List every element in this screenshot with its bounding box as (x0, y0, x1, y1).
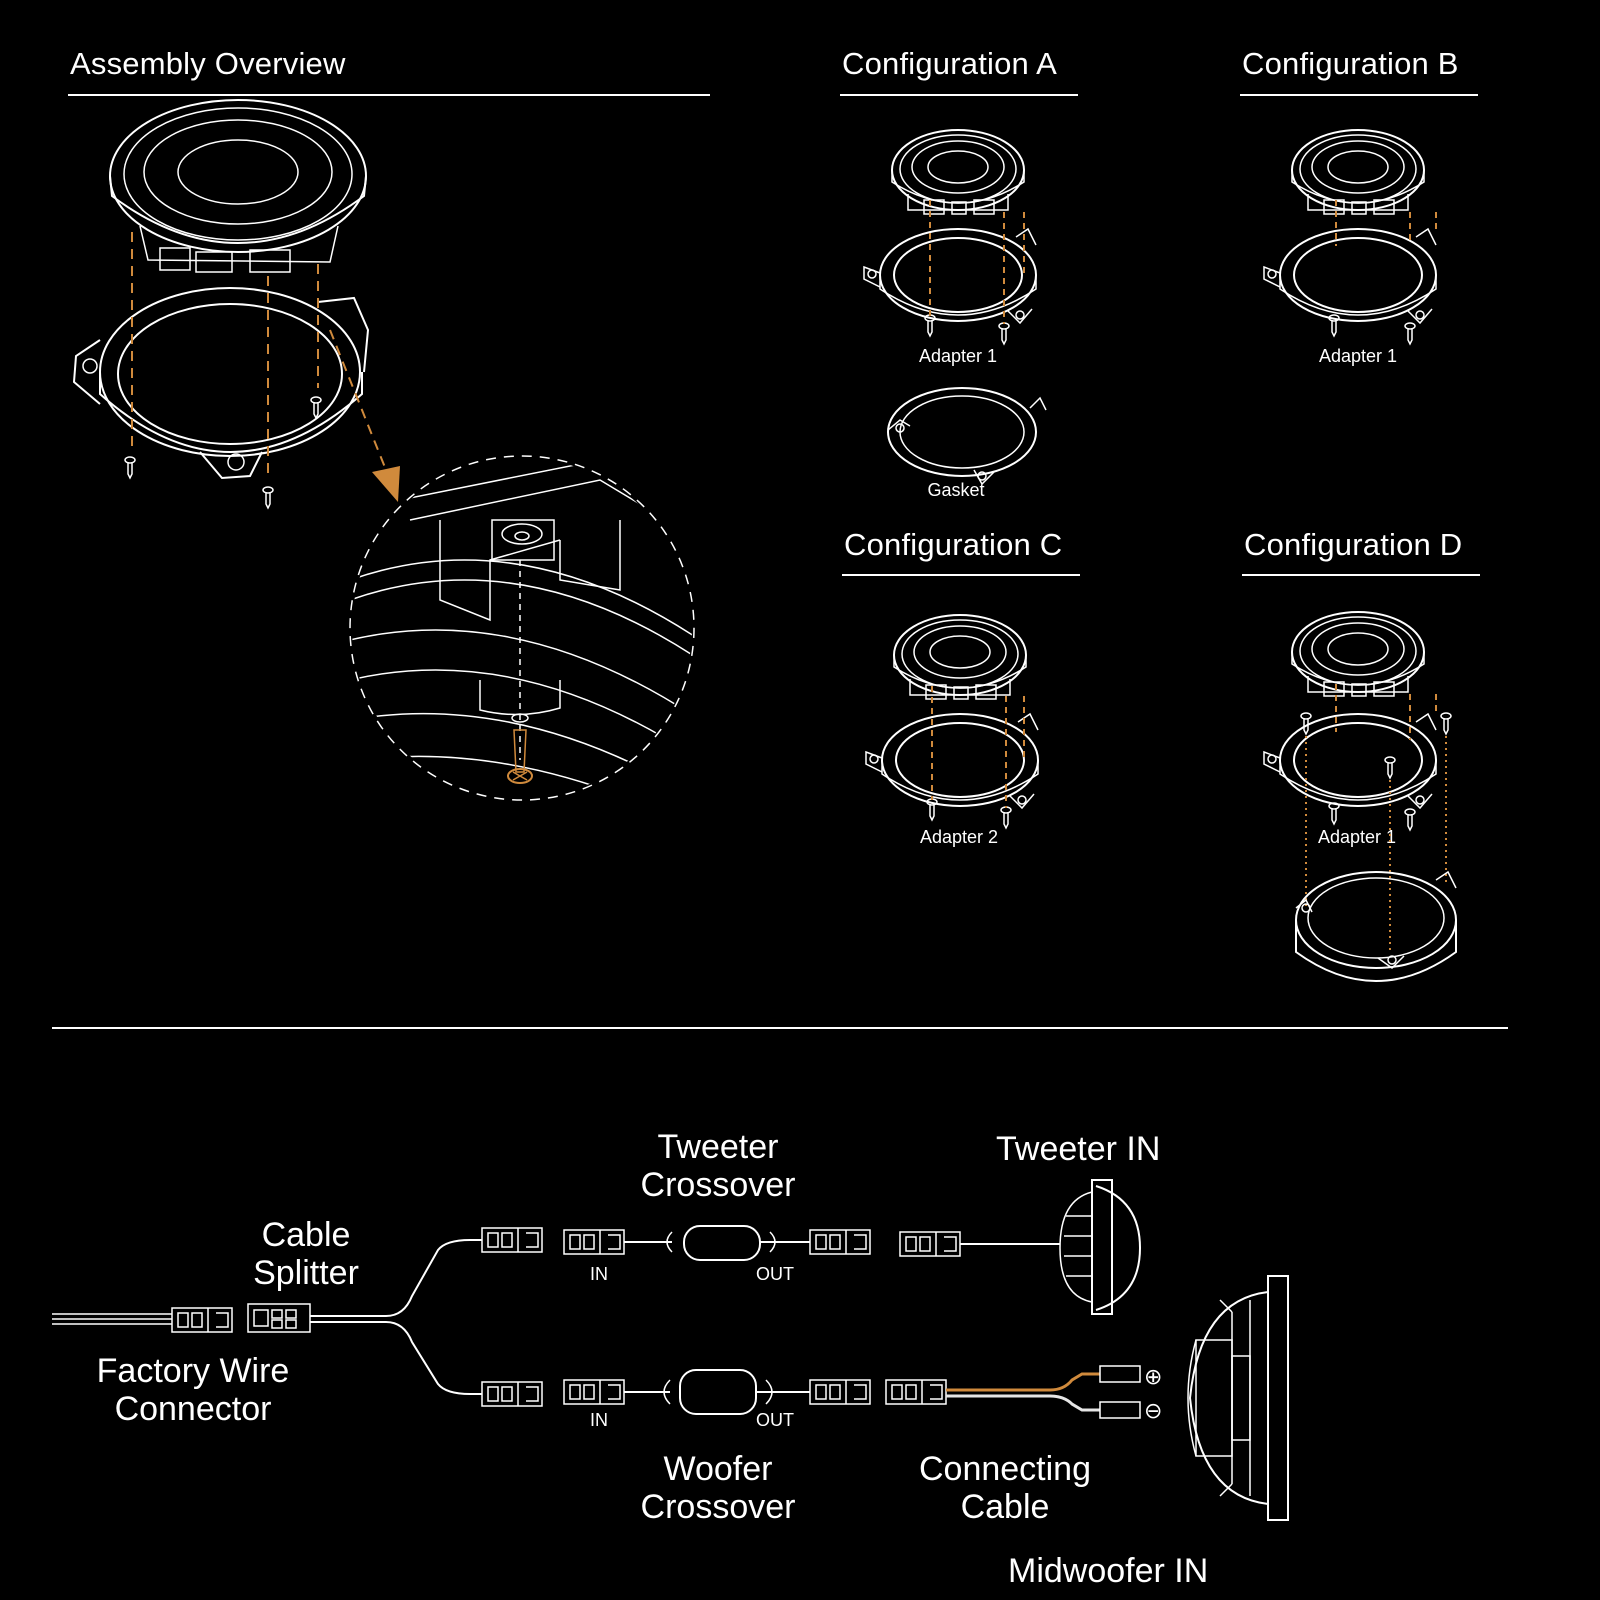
factory-wire-connector-label-line-1: Factory Wire (96, 1352, 290, 1390)
tweeter-crossover-in-plug (563, 1229, 625, 1255)
config-c-speaker (893, 614, 1027, 700)
factory-wire-connector-label: Factory Wire Connector (78, 1352, 308, 1428)
woofer-crossover-out-plug (809, 1379, 871, 1405)
configuration-c-title: Configuration C (844, 527, 1063, 562)
config-c-adapter-label: Adapter 2 (919, 827, 999, 847)
midwoofer-unit (1187, 1275, 1289, 1521)
configuration-a-title: Configuration A (842, 46, 1057, 81)
tweeter-crossover-label-line-1: Tweeter (657, 1128, 779, 1166)
configuration-c-underline (842, 574, 1080, 576)
config-b-screw-2 (1404, 322, 1416, 345)
woofer-crossover-out-label: OUT (756, 1410, 794, 1430)
configuration-b-underline (1240, 94, 1478, 96)
negative-terminal-symbol: ⊖ (1144, 1398, 1163, 1423)
woofer-crossover-label-line-2: Crossover (640, 1488, 796, 1526)
configuration-a-underline (840, 94, 1078, 96)
overview-screw-1 (124, 456, 136, 479)
config-a-adapter-ring (863, 228, 1037, 324)
connecting-cable-label-line-1: Connecting (918, 1450, 1091, 1488)
woofer-crossover-in-label: IN (590, 1410, 608, 1430)
config-b-adapter-ring (1263, 228, 1437, 324)
connecting-cable-label-line-2: Cable (960, 1488, 1050, 1526)
config-a-adapter-label: Adapter 1 (918, 346, 998, 366)
overview-zoom-arrow (372, 466, 400, 502)
config-d-screw-2 (1404, 808, 1416, 831)
section-divider (52, 1027, 1508, 1029)
woofer-crossover-label-line-1: Woofer (663, 1450, 773, 1488)
config-d-bracket-guides (1305, 736, 1447, 952)
woofer-crossover-label: Woofer Crossover (620, 1450, 816, 1526)
config-d-speaker (1291, 611, 1425, 697)
connecting-cable-label: Connecting Cable (890, 1450, 1120, 1526)
woofer-crossover-body (624, 1369, 810, 1415)
tweeter-crossover-label: Tweeter Crossover (620, 1128, 816, 1204)
config-a-screw-2 (998, 322, 1010, 345)
splitter-y-cable (310, 1239, 482, 1395)
overview-screw-2 (262, 486, 274, 509)
config-a-alignment-lines (929, 200, 1025, 324)
tweeter-crossover-out-label: OUT (756, 1264, 794, 1284)
tweeter-crossover-in-label: IN (590, 1264, 608, 1284)
connecting-cable-wires (946, 1365, 1141, 1419)
tweeter-crossover-label-line-2: Crossover (640, 1166, 796, 1204)
config-a-speaker (891, 129, 1025, 215)
splitter-woofer-plug (481, 1381, 543, 1407)
midwoofer-in-label: Midwoofer IN (1008, 1552, 1209, 1590)
config-d-screw-center (1384, 756, 1396, 779)
overview-alignment-lines (131, 232, 387, 478)
overview-speaker (109, 99, 367, 273)
cable-splitter-plug (247, 1303, 311, 1333)
overview-detail-zoom (349, 455, 695, 801)
configuration-d-title: Configuration D (1244, 527, 1463, 562)
config-b-speaker (1291, 129, 1425, 215)
configuration-b-title: Configuration B (1242, 46, 1459, 81)
config-c-screw-2 (1000, 806, 1012, 829)
factory-wire-connector-label-line-2: Connector (114, 1390, 272, 1428)
splitter-tweeter-plug (481, 1227, 543, 1253)
config-a-gasket (887, 387, 1047, 486)
assembly-overview-underline (68, 94, 710, 96)
config-b-adapter-label: Adapter 1 (1318, 346, 1398, 366)
config-d-alignment-lines (1335, 684, 1437, 740)
overview-adapter-ring (72, 287, 370, 480)
tweeter-crossover-out-plug (809, 1229, 871, 1255)
config-d-adapter-label: Adapter 1 (1317, 827, 1397, 847)
cable-splitter-label-line-2: Splitter (253, 1254, 359, 1292)
config-a-gasket-label: Gasket (927, 480, 985, 500)
cable-splitter-label: Cable Splitter (226, 1216, 386, 1292)
config-d-mounting-bracket (1295, 870, 1457, 982)
woofer-crossover-in-plug (563, 1379, 625, 1405)
configuration-d-underline (1242, 574, 1480, 576)
config-c-adapter-ring (865, 713, 1039, 809)
tweeter-in-label: Tweeter IN (996, 1130, 1161, 1168)
assembly-overview-title: Assembly Overview (70, 46, 346, 81)
tweeter-input-plug (899, 1231, 961, 1257)
config-d-screw-top-2 (1440, 712, 1452, 735)
factory-wire-connector-plug (171, 1307, 233, 1333)
tweeter-crossover-body (624, 1225, 810, 1261)
cable-splitter-label-line-1: Cable (261, 1216, 351, 1254)
tweeter-unit (1059, 1179, 1142, 1315)
config-c-alignment-lines (931, 686, 1025, 808)
config-b-alignment-lines (1335, 200, 1437, 246)
config-d-screw-1 (1328, 802, 1340, 825)
connecting-cable-plug (885, 1379, 947, 1405)
factory-wire (52, 1313, 172, 1325)
positive-terminal-symbol: ⊕ (1144, 1364, 1163, 1389)
